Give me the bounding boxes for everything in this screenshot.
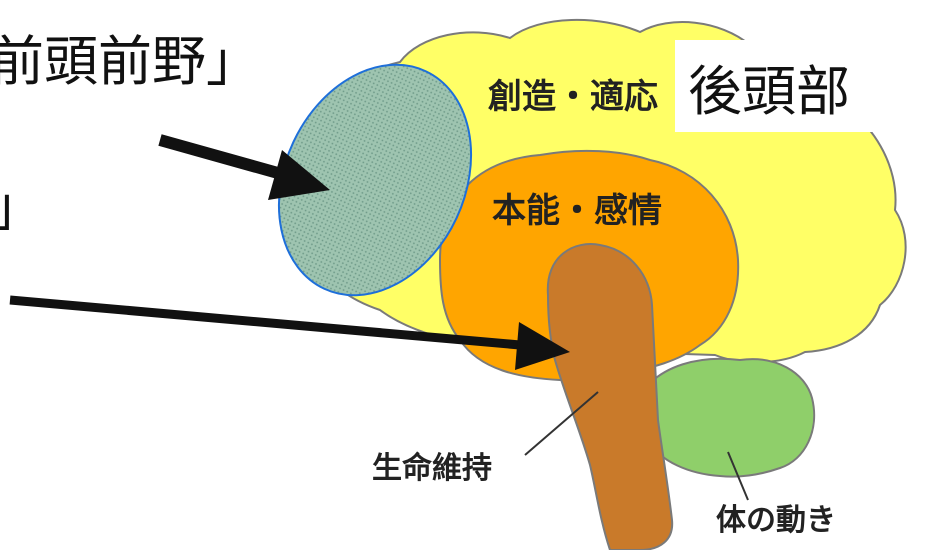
prefrontal-quote-label: 前頭前野」 (0, 30, 260, 93)
left-bracket-label: 」 (0, 175, 44, 238)
cerebellum-region (638, 359, 814, 477)
instinct-label: 本能・感情 (492, 191, 662, 231)
body-movement-label: 体の動き (716, 503, 836, 538)
life-support-label: 生命維持 (372, 451, 492, 486)
occipital-label: 後頭部 (688, 60, 850, 123)
creativity-label: 創造・適応 (488, 77, 658, 117)
